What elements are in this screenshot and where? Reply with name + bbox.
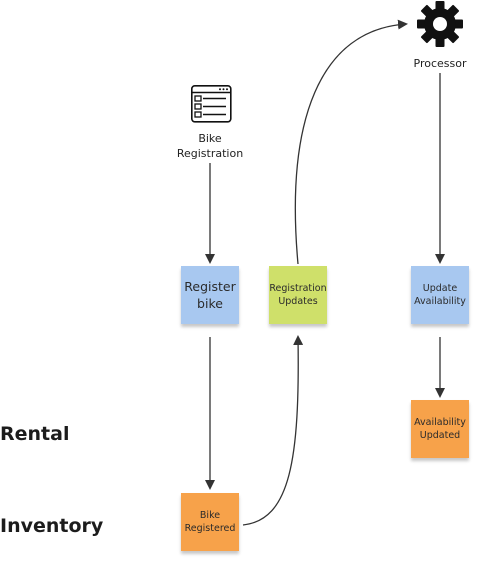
gear-icon (417, 1, 463, 47)
read-model-registration-updates[interactable]: Registration Updates (269, 266, 327, 324)
arrow-bike-registered-to-registration-updates (242, 335, 304, 526)
arrow-registration-updates-to-processor (294, 19, 408, 265)
ui-node-label: Bike Registration (176, 132, 244, 160)
processor-node-label: Processor (413, 57, 467, 70)
command-update-availability[interactable]: Update Availability (411, 266, 469, 324)
lane-label-rental: Rental (0, 423, 70, 445)
event-bike-registered[interactable]: Bike Registered (181, 493, 239, 551)
lane-label-inventory: Inventory (0, 515, 104, 537)
command-register-bike[interactable]: Register bike (181, 266, 239, 324)
event-availability-updated[interactable]: Availability Updated (411, 400, 469, 458)
form-window-icon (191, 85, 232, 123)
